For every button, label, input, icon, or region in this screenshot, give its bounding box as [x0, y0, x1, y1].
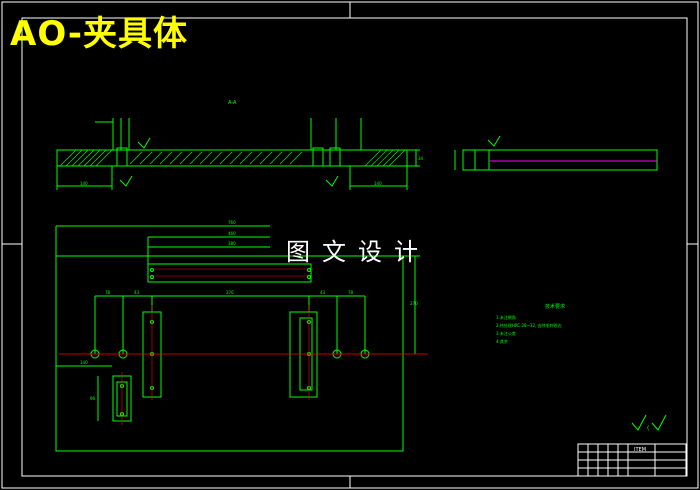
roughness-symbol: (: [631, 414, 667, 432]
dim-side: 34: [418, 156, 424, 161]
dim-plan-mid: 376: [226, 290, 234, 295]
dim-left-small2: 96: [90, 396, 96, 401]
dim-plan-b: 43: [134, 290, 140, 295]
notes-line-1: 1.未注倒角: [496, 314, 516, 320]
title-block-item: ITEM: [634, 447, 646, 453]
dim-upper-w3: 380: [228, 241, 236, 246]
inner-border: [21, 17, 688, 477]
watermark-text: 图文设计: [286, 238, 430, 266]
dim-upper-w2: 460: [228, 231, 236, 236]
dim-plan-h: 270: [410, 301, 418, 306]
dim-top-left: 140: [80, 181, 88, 186]
section-label: A-A: [228, 100, 237, 106]
plan-view[interactable]: 760 460 380 78 43 376 43 78 270 140 96: [55, 220, 428, 452]
notes-line-4: 4.其余: [496, 338, 508, 344]
dim-plan-c: 43: [320, 290, 326, 295]
dim-top-right: 140: [374, 181, 382, 186]
title-block[interactable]: ITEM: [577, 443, 687, 477]
dim-plan-d: 78: [348, 290, 354, 295]
notes-line-3: 3.未注公差: [496, 330, 516, 336]
side-view[interactable]: [454, 135, 658, 171]
section-hatch: [59, 149, 406, 167]
drawing-title: AO-夹具体: [10, 14, 188, 54]
notes-line-2: 2.热处理HRC 28~32, 去除毛刺锐边: [496, 322, 562, 328]
svg-text:(: (: [647, 425, 649, 432]
section-view[interactable]: A-A: [56, 100, 424, 190]
dim-plan-a: 78: [105, 290, 111, 295]
dim-left-small: 140: [80, 360, 88, 365]
dim-upper-w1: 760: [228, 220, 236, 225]
notes-heading: 技术要求: [545, 303, 565, 310]
tech-notes: 技术要求 1.未注倒角 2.热处理HRC 28~32, 去除毛刺锐边 3.未注公…: [496, 303, 565, 344]
